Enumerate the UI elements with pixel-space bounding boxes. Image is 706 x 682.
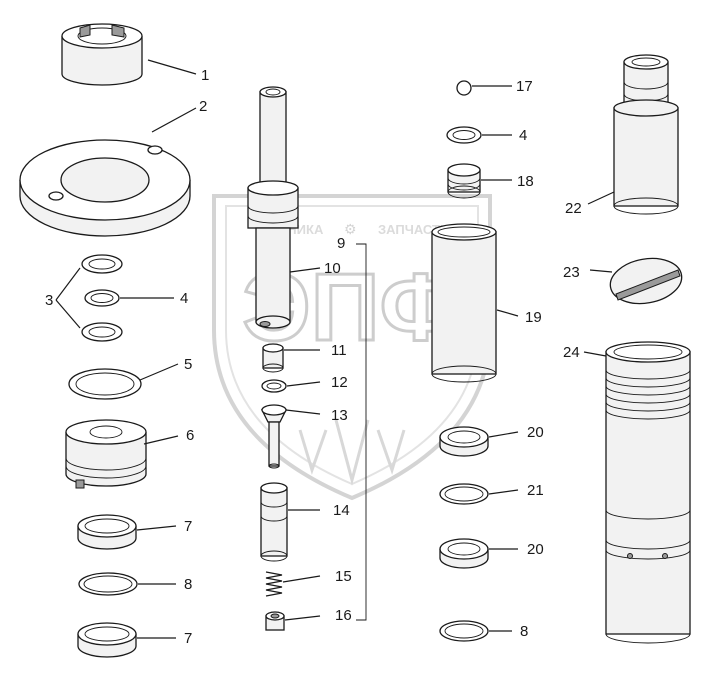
part-2-flange [19, 139, 191, 237]
callout-23: 23 [563, 264, 580, 281]
part-18-coupling [447, 163, 481, 199]
callout-13: 13 [331, 407, 348, 424]
part-20-ring-lower [439, 538, 489, 569]
part-8-o-ring-right [439, 620, 489, 642]
callout-24: 24 [563, 344, 580, 361]
callout-7-upper: 7 [184, 518, 192, 535]
callout-16: 16 [335, 607, 352, 624]
callout-9: 9 [337, 235, 345, 252]
callout-5: 5 [184, 356, 192, 373]
callout-labels: 1 2 3 4 5 6 7 8 7 9 10 11 12 13 14 15 16… [45, 67, 582, 647]
callout-3: 3 [45, 292, 53, 309]
callout-20-lower: 20 [527, 541, 544, 558]
part-24-outer-cylinder [605, 341, 691, 644]
part-3-ring-upper [81, 254, 123, 274]
part-8-o-ring-left [78, 572, 138, 596]
watermark-shield [212, 194, 492, 501]
callout-10: 10 [324, 260, 341, 277]
part-6-housing [65, 419, 147, 489]
callout-14: 14 [333, 502, 350, 519]
part-19-cylinder-sleeve [431, 223, 497, 383]
part-12-washer [261, 379, 287, 393]
part-4-ring-right [446, 126, 482, 144]
part-3-ring-lower [81, 322, 123, 342]
bracket-9-line [356, 243, 367, 621]
leader-lines [55, 59, 615, 639]
callout-2: 2 [199, 98, 207, 115]
part-20-ring-upper [439, 426, 489, 457]
callout-19: 19 [525, 309, 542, 326]
part-1-slotted-nut [61, 23, 143, 86]
callout-6: 6 [186, 427, 194, 444]
callout-4-right: 4 [519, 127, 527, 144]
callout-12: 12 [331, 374, 348, 391]
callout-21: 21 [527, 482, 544, 499]
callout-11: 11 [331, 342, 347, 359]
callout-18: 18 [517, 173, 534, 190]
part-11-sleeve [262, 343, 284, 373]
callout-15: 15 [335, 568, 352, 585]
callout-8-right: 8 [520, 623, 528, 640]
watermark-gear-icon: ⚙ [344, 221, 357, 237]
part-13-valve-pin [260, 404, 288, 469]
part-4-ring [84, 289, 120, 307]
part-7-ring-upper [77, 514, 137, 550]
part-17-ball [456, 80, 472, 96]
part-21-o-ring [439, 483, 489, 505]
part-22-cap-housing [613, 54, 679, 215]
callout-7-lower: 7 [184, 630, 192, 647]
callout-8-left: 8 [184, 576, 192, 593]
callout-4-left: 4 [180, 290, 188, 307]
part-7-ring-lower [77, 622, 137, 658]
part-14-spool [260, 482, 288, 562]
part-10-rod-assembly [247, 86, 299, 329]
part-5-seal-ring [68, 368, 142, 400]
watermark-wheat-icon [298, 419, 406, 486]
callout-17: 17 [516, 78, 533, 95]
callout-20-upper: 20 [527, 424, 544, 441]
part-23-plug-cap [609, 257, 683, 305]
callout-1: 1 [201, 67, 209, 84]
callout-22: 22 [565, 200, 582, 217]
part-15-spring [265, 571, 283, 597]
part-16-plug [265, 611, 285, 631]
